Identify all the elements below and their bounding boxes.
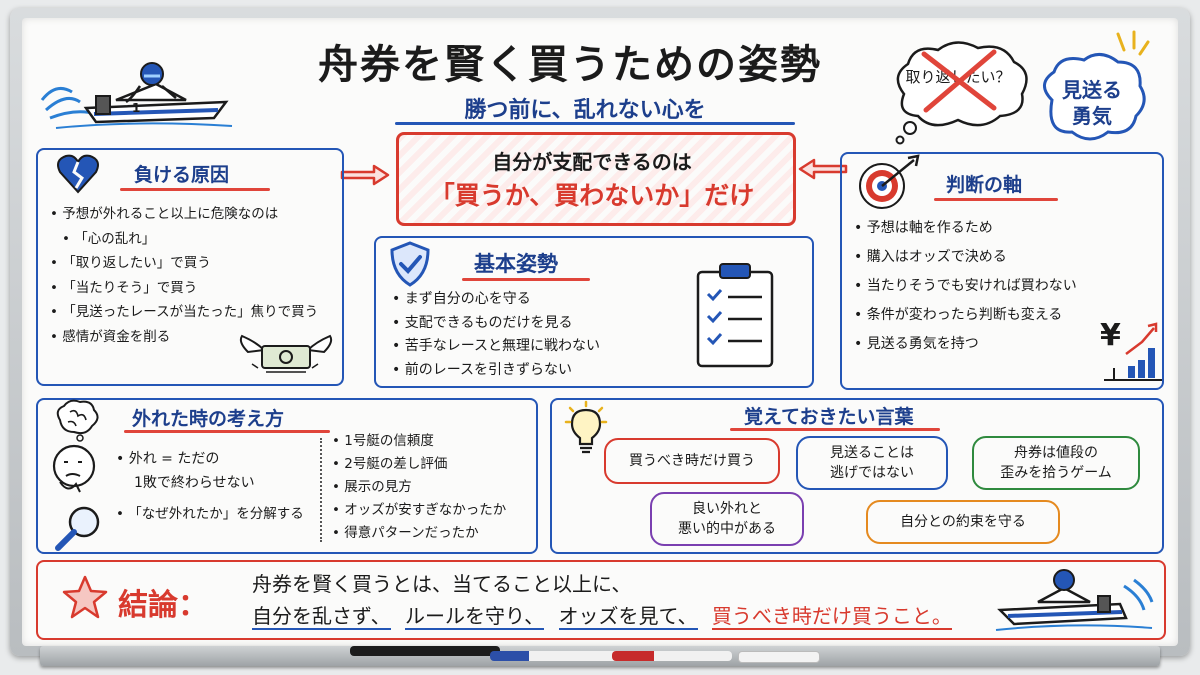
page-title: 舟券を賢く買うための姿勢 [318,42,822,88]
judgment-axis-heading: 判断の軸 [946,174,1023,196]
thought-text: 取り返したい？ [905,68,1011,86]
speedboat-icon [995,569,1154,631]
lose-cause-item: 感情が資金を削る [50,325,318,350]
judgment-axis-list: 予想は軸を作るため 購入はオッズで決める 当たりそうでも安ければ買わない 条件が… [854,214,1077,359]
clipboard-icon [696,263,774,368]
courage-line2: 勇気 [1072,104,1112,128]
yen-symbol: ¥ [1100,318,1121,353]
lose-cause-item: 「見送ったレースが当たった」焦りで買う [50,300,318,325]
eraser-marker [738,651,820,663]
conclusion-seg-3: オッズを見て、 [558,604,698,630]
blue-marker [490,651,620,661]
thinking-box [36,398,538,554]
yen-chart-icon [1104,322,1162,381]
words-box [550,398,1164,554]
conclusion-seg-4: 買うべき時だけ買うこと。 [711,604,952,630]
subtitle: 勝つ前に、乱れない心を [464,98,706,123]
thinking-left-text: 「なぜ外れたか」を分解する [128,506,304,522]
broken-heart-icon [57,154,99,194]
basic-stance-item: 支配できるものだけを見る [392,312,600,336]
thinking-right-list: 1号艇の信頼度 2号艇の差し評価 展示の見方 オッズが安すぎなかったか 得意パタ… [332,430,506,545]
basic-stance-heading: 基本姿勢 [474,252,558,276]
dotted-divider [320,438,322,542]
word-pill-3: 舟券は値段の 歪みを拾うゲーム [972,436,1140,490]
courage-line1: 見送る [1062,78,1122,102]
word-pill-5: 自分との約束を守る [866,500,1060,544]
boat-number: 1 [132,101,140,115]
basic-stance-list: まず自分の心を守る 支配できるものだけを見る 苦手なレースと無理に戦わない 前の… [392,288,600,382]
thinking-left-item: 1敗で終わらせない [134,475,255,491]
judgment-axis-underline [934,198,1058,201]
thinking-right-item: 2号艇の差し評価 [332,453,506,476]
lose-causes-list: 予想が外れること以上に危険なのは 「心の乱れ」 「取り返したい」で買う 「当たり… [50,202,318,349]
word-pill-4: 良い外れと 悪い的中がある [650,492,804,546]
arrow-right-icon [340,164,390,186]
judgment-axis-item: 当たりそうでも安ければ買わない [854,272,1077,301]
judgment-axis-item: 見送る勇気を持つ [854,330,1077,359]
center-statement-box [396,132,796,226]
lose-causes-underline [120,188,270,191]
thinking-face-icon [52,434,96,493]
subtitle-underline [395,122,795,125]
judgment-axis-item: 条件が変わったら判断も変える [854,301,1077,330]
thinking-underline [124,430,330,433]
thinking-left-item: • 「なぜ外れたか」を分解する [116,506,304,522]
thinking-left-item: • 外れ = ただの [116,451,220,467]
word-pill-3-line2: 歪みを拾うゲーム [1000,465,1112,481]
cross-mark [921,49,997,113]
thinking-right-item: 1号艇の信頼度 [332,430,506,453]
basic-stance-item: 前のレースを引きずらない [392,359,600,383]
word-pill-2: 見送ることは 逃げではない [796,436,948,490]
lose-cause-item: 「当たりそう」で買う [50,276,318,301]
basic-stance-item: まず自分の心を守る [392,288,600,312]
word-pill-1: 買うべき時だけ買う [604,438,780,484]
lose-cause-item: 「取り返したい」で買う [50,251,318,276]
conclusion-seg-2: ルールを守り、 [404,604,545,630]
thinking-heading: 外れた時の考え方 [132,408,285,430]
sparkle-icon [1116,30,1150,56]
words-underline [730,428,940,431]
center-line2: 「買うか、買わないか」だけ [429,181,755,210]
word-pill-4-line2: 悪い的中がある [678,521,776,537]
judgment-axis-box [840,152,1164,390]
words-heading: 覚えておきたい言葉 [744,406,914,428]
lightbulb-icon [564,400,608,454]
courage-cloud-icon [1043,53,1146,141]
word-pill-2-line2: 逃げではない [830,465,914,481]
conclusion-box [36,560,1166,640]
center-line1: 自分が支配できるのは [492,150,692,174]
basic-stance-box [374,236,814,388]
thinking-right-item: 展示の見方 [332,476,506,499]
lose-causes-box [36,148,344,386]
word-pill-3-line1: 舟券は値段の [1014,445,1098,461]
lose-cause-item: 予想が外れること以上に危険なのは [50,202,318,227]
word-pill-2-line1: 見送ることは [830,445,914,461]
star-icon [62,575,108,619]
judgment-axis-item: 購入はオッズで決める [854,243,1077,272]
judgment-axis-item: 予想は軸を作るため [854,214,1077,243]
money-wings-icon [239,334,333,373]
basic-stance-underline [462,278,590,281]
target-icon [859,154,920,209]
thinking-right-item: オッズが安すぎなかったか [332,499,506,522]
conclusion-line2: 自分を乱さず、 ルールを守り、 オッズを見て、 買うべき時だけ買うこと。 [252,600,952,630]
shield-icon [390,241,430,287]
lose-cause-item: 「心の乱れ」 [50,227,318,252]
thinking-right-item: 得意パターンだったか [332,522,506,545]
conclusion-seg-1: 自分を乱さず、 [252,604,391,630]
conclusion-line1: 舟券を賢く買うとは、当てること以上に、 [252,572,632,596]
basic-stance-item: 苦手なレースと無理に戦わない [392,335,600,359]
speedboat-icon: 1 [40,62,233,129]
thinking-left-text: 外れ = ただの [128,451,220,467]
brain-icon [56,399,99,435]
magnifier-icon [55,506,100,551]
black-marker [350,646,500,656]
word-pill-4-line1: 良い外れと [692,501,762,517]
lose-causes-heading: 負ける原因 [134,164,230,186]
conclusion-label: 結論： [118,588,208,623]
red-marker [612,651,732,661]
